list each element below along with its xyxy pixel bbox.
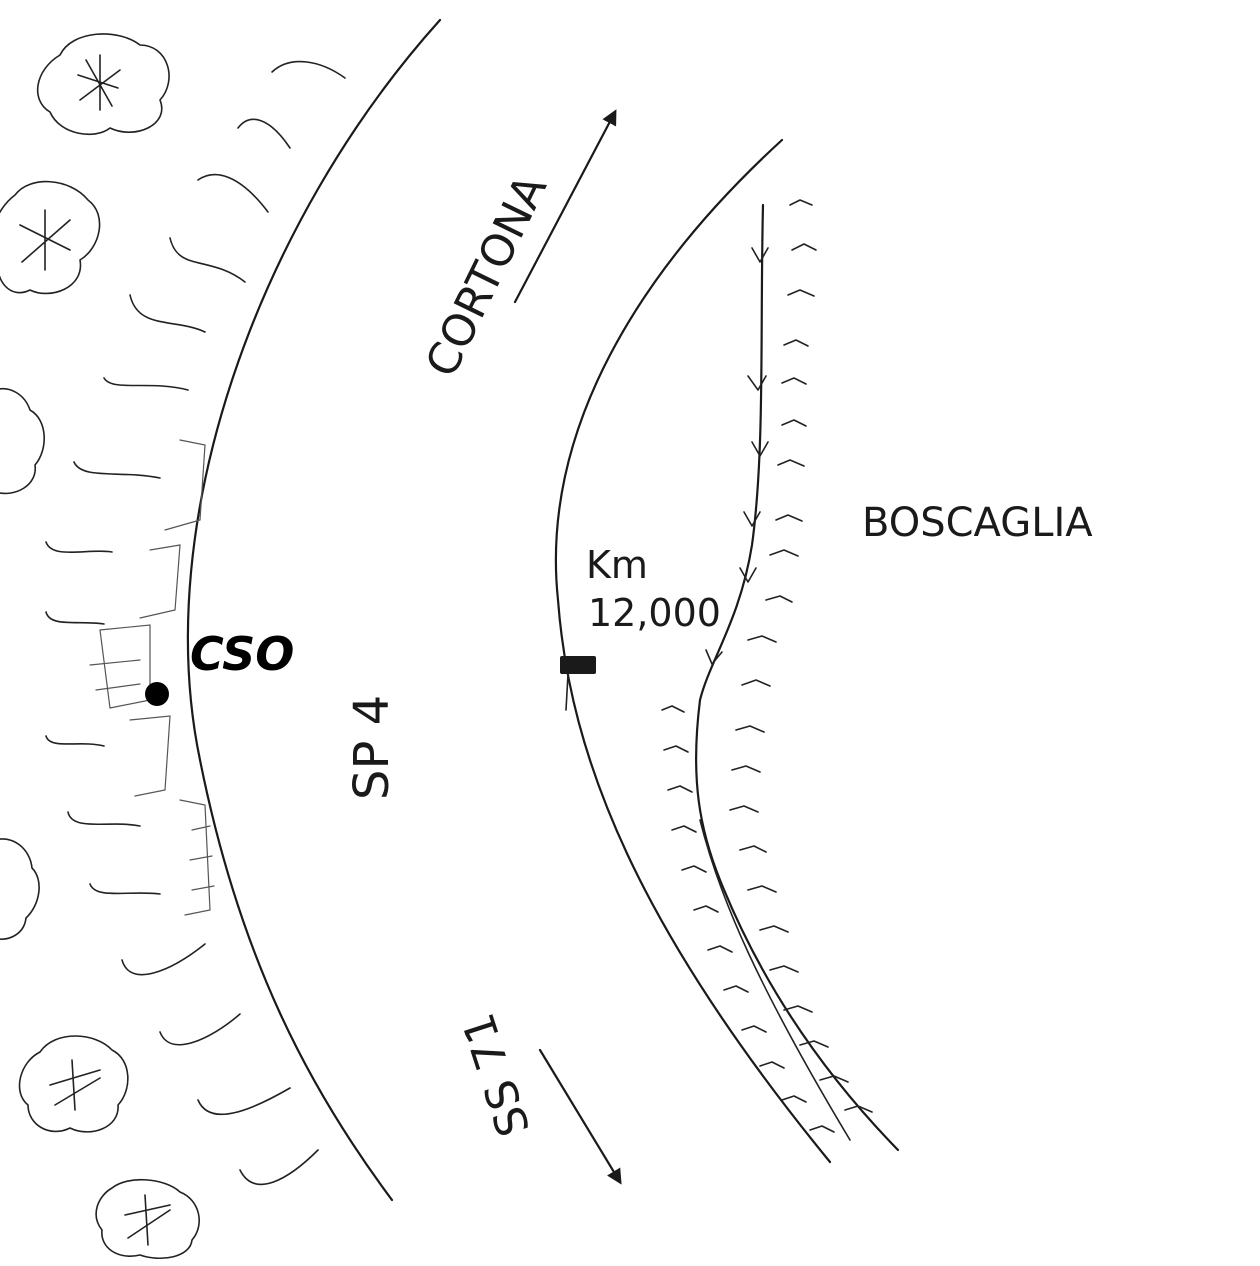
road-edge-left — [186, 18, 442, 1202]
milestone-icon — [560, 656, 596, 711]
tree-canopy-icon — [0, 180, 101, 295]
area-label: BOSCAGLIA — [862, 500, 1093, 546]
road-edge-right — [554, 138, 832, 1164]
km-value-label: 12,000 — [588, 591, 721, 635]
road-label: SP 4 — [344, 695, 400, 800]
stream-bank — [699, 819, 851, 1141]
cso-label: CSO — [190, 627, 294, 681]
scrub-ticks — [661, 199, 873, 1133]
stream-line — [694, 203, 900, 1152]
tree-canopy-icon — [18, 1035, 129, 1133]
north-destination-label: CORTONA — [416, 167, 557, 385]
stream-flow-arrows — [705, 247, 769, 665]
km-unit-label: Km — [586, 543, 648, 587]
north-arrow — [513, 109, 617, 304]
tree-canopy-icon — [0, 388, 45, 495]
cso-marker[interactable] — [145, 682, 169, 706]
building-sketch — [89, 439, 215, 916]
tree-canopy-icon — [0, 838, 40, 940]
tree-canopy-icon — [95, 1178, 200, 1260]
tree-canopy-icon — [36, 33, 170, 136]
south-destination-label: SS 71 — [453, 1007, 540, 1142]
grass-tufts — [45, 60, 346, 1186]
south-arrow — [538, 1048, 622, 1185]
